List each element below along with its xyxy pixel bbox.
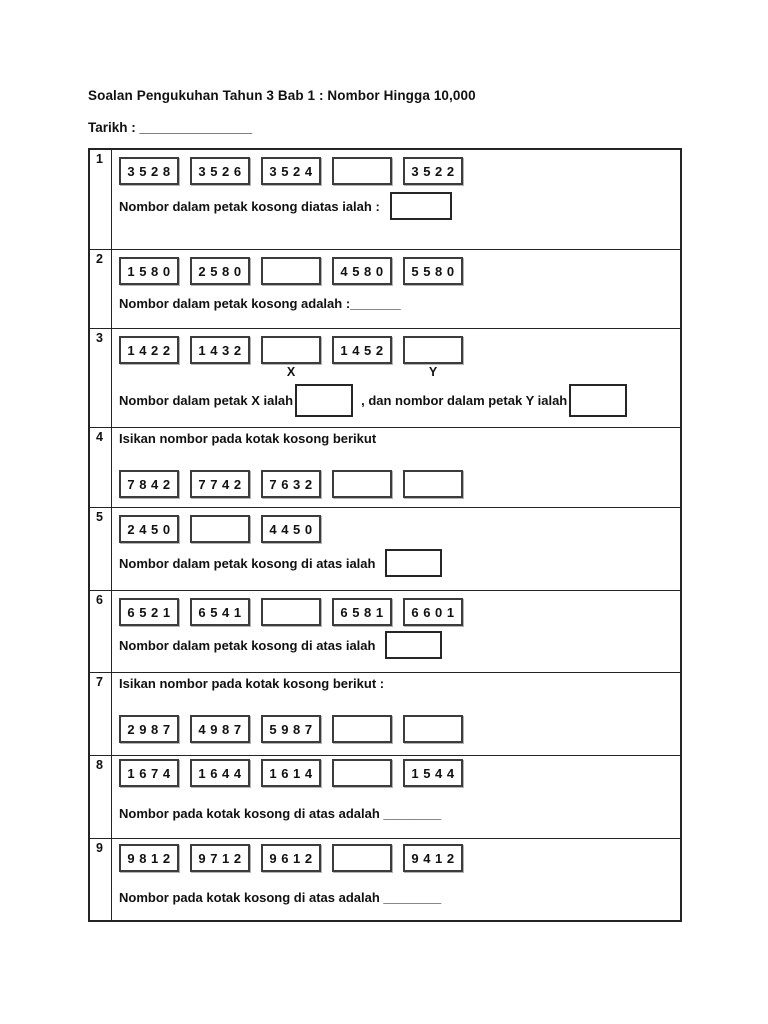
label-x: X bbox=[286, 365, 296, 379]
number-sequence: 2 4 5 0 4 4 5 0 bbox=[119, 515, 672, 543]
number-box: 7 8 4 2 bbox=[119, 470, 179, 498]
number-box: 3 5 2 2 bbox=[403, 157, 463, 185]
number-sequence: 6 5 2 1 6 5 4 1 6 5 8 1 6 6 0 1 bbox=[119, 598, 672, 626]
question-number: 8 bbox=[90, 756, 112, 838]
question-prompt: Nombor dalam petak kosong adalah :______… bbox=[119, 296, 401, 311]
number-sequence: 3 5 2 8 3 5 2 6 3 5 2 4 3 5 2 2 bbox=[119, 157, 672, 185]
empty-number-box[interactable] bbox=[403, 715, 463, 743]
number-box: 9 8 1 2 bbox=[119, 844, 179, 872]
question-prompt-x: Nombor dalam petak X ialah bbox=[119, 393, 294, 408]
date-label: Tarikh : _______________ bbox=[88, 120, 253, 135]
empty-number-box[interactable] bbox=[261, 598, 321, 626]
number-box: 6 5 8 1 bbox=[332, 598, 392, 626]
question-number: 3 bbox=[90, 329, 112, 427]
number-box: 9 7 1 2 bbox=[190, 844, 250, 872]
number-box: 1 6 4 4 bbox=[190, 759, 250, 787]
number-box: 4 5 8 0 bbox=[332, 257, 392, 285]
question-row-6: 6 6 5 2 1 6 5 4 1 6 5 8 1 6 6 0 1 Nombor… bbox=[90, 590, 680, 672]
question-row-4: 4 Isikan nombor pada kotak kosong beriku… bbox=[90, 427, 680, 507]
number-box: 6 5 2 1 bbox=[119, 598, 179, 626]
question-row-3: 3 1 4 2 2 1 4 3 2 1 4 5 2 X Y Nom bbox=[90, 328, 680, 427]
question-instruction: Isikan nombor pada kotak kosong berikut bbox=[119, 431, 377, 446]
question-row-8: 8 1 6 7 4 1 6 4 4 1 6 1 4 1 5 4 4 Nombor… bbox=[90, 755, 680, 838]
empty-number-box[interactable] bbox=[332, 715, 392, 743]
question-row-9: 9 9 8 1 2 9 7 1 2 9 6 1 2 9 4 1 2 Nombor… bbox=[90, 838, 680, 920]
number-box: 9 4 1 2 bbox=[403, 844, 463, 872]
label-y: Y bbox=[428, 365, 438, 379]
number-box: 5 9 8 7 bbox=[261, 715, 321, 743]
question-number: 9 bbox=[90, 839, 112, 920]
question-prompt: Nombor dalam petak kosong di atas ialah bbox=[119, 555, 376, 571]
empty-number-box-y[interactable] bbox=[403, 336, 463, 364]
number-box: 2 4 5 0 bbox=[119, 515, 179, 543]
number-box: 7 6 3 2 bbox=[261, 470, 321, 498]
number-box: 1 5 8 0 bbox=[119, 257, 179, 285]
number-sequence: 7 8 4 2 7 7 4 2 7 6 3 2 bbox=[119, 470, 672, 498]
question-row-2: 2 1 5 8 0 2 5 8 0 4 5 8 0 5 5 8 0 Nombor… bbox=[90, 249, 680, 328]
number-box: 2 5 8 0 bbox=[190, 257, 250, 285]
answer-box-x[interactable] bbox=[295, 384, 354, 417]
answer-box[interactable] bbox=[389, 192, 452, 220]
number-box: 1 6 1 4 bbox=[261, 759, 321, 787]
number-sequence: 1 4 2 2 1 4 3 2 1 4 5 2 bbox=[119, 336, 672, 364]
empty-number-box[interactable] bbox=[261, 257, 321, 285]
question-prompt: Nombor pada kotak kosong di atas adalah … bbox=[119, 890, 442, 905]
question-row-1: 1 3 5 2 8 3 5 2 6 3 5 2 4 3 5 2 2 Nombor… bbox=[90, 150, 680, 249]
empty-number-box[interactable] bbox=[332, 759, 392, 787]
question-row-7: 7 Isikan nombor pada kotak kosong beriku… bbox=[90, 672, 680, 755]
answer-box[interactable] bbox=[385, 549, 443, 577]
questions-table: 1 3 5 2 8 3 5 2 6 3 5 2 4 3 5 2 2 Nombor… bbox=[88, 148, 682, 922]
number-box: 4 9 8 7 bbox=[190, 715, 250, 743]
answer-box[interactable] bbox=[385, 631, 443, 659]
number-box: 3 5 2 6 bbox=[190, 157, 250, 185]
empty-number-box[interactable] bbox=[332, 844, 392, 872]
number-box: 7 7 4 2 bbox=[190, 470, 250, 498]
question-number: 6 bbox=[90, 591, 112, 672]
number-box: 9 6 1 2 bbox=[261, 844, 321, 872]
empty-number-box-x[interactable] bbox=[261, 336, 321, 364]
question-row-5: 5 2 4 5 0 4 4 5 0 Nombor dalam petak kos… bbox=[90, 507, 680, 590]
question-prompt: Nombor dalam petak kosong di atas ialah bbox=[119, 637, 376, 653]
answer-box-y[interactable] bbox=[569, 384, 628, 417]
number-box: 6 5 4 1 bbox=[190, 598, 250, 626]
empty-number-box[interactable] bbox=[190, 515, 250, 543]
question-number: 4 bbox=[90, 428, 112, 507]
number-box: 3 5 2 8 bbox=[119, 157, 179, 185]
page-title: Soalan Pengukuhan Tahun 3 Bab 1 : Nombor… bbox=[88, 88, 476, 103]
empty-number-box[interactable] bbox=[332, 470, 392, 498]
question-instruction: Isikan nombor pada kotak kosong berikut … bbox=[119, 676, 385, 691]
question-prompt-y: , dan nombor dalam petak Y ialah bbox=[361, 393, 568, 408]
number-box: 6 6 0 1 bbox=[403, 598, 463, 626]
number-box: 2 9 8 7 bbox=[119, 715, 179, 743]
question-prompt: Nombor pada kotak kosong di atas adalah … bbox=[119, 806, 442, 821]
question-number: 7 bbox=[90, 673, 112, 755]
empty-number-box[interactable] bbox=[332, 157, 392, 185]
number-box: 3 5 2 4 bbox=[261, 157, 321, 185]
question-number: 1 bbox=[90, 150, 112, 249]
number-box: 5 5 8 0 bbox=[403, 257, 463, 285]
question-prompt: Nombor dalam petak kosong diatas ialah : bbox=[119, 198, 380, 214]
question-number: 2 bbox=[90, 250, 112, 328]
number-sequence: 1 6 7 4 1 6 4 4 1 6 1 4 1 5 4 4 bbox=[119, 759, 672, 787]
number-box: 1 6 7 4 bbox=[119, 759, 179, 787]
number-box: 1 5 4 4 bbox=[403, 759, 463, 787]
question-number: 5 bbox=[90, 508, 112, 590]
number-sequence: 2 9 8 7 4 9 8 7 5 9 8 7 bbox=[119, 715, 672, 743]
number-box: 1 4 5 2 bbox=[332, 336, 392, 364]
number-box: 4 4 5 0 bbox=[261, 515, 321, 543]
number-box: 1 4 2 2 bbox=[119, 336, 179, 364]
empty-number-box[interactable] bbox=[403, 470, 463, 498]
number-sequence: 9 8 1 2 9 7 1 2 9 6 1 2 9 4 1 2 bbox=[119, 844, 672, 872]
box-labels: X Y bbox=[119, 365, 672, 379]
number-sequence: 1 5 8 0 2 5 8 0 4 5 8 0 5 5 8 0 bbox=[119, 257, 672, 285]
number-box: 1 4 3 2 bbox=[190, 336, 250, 364]
